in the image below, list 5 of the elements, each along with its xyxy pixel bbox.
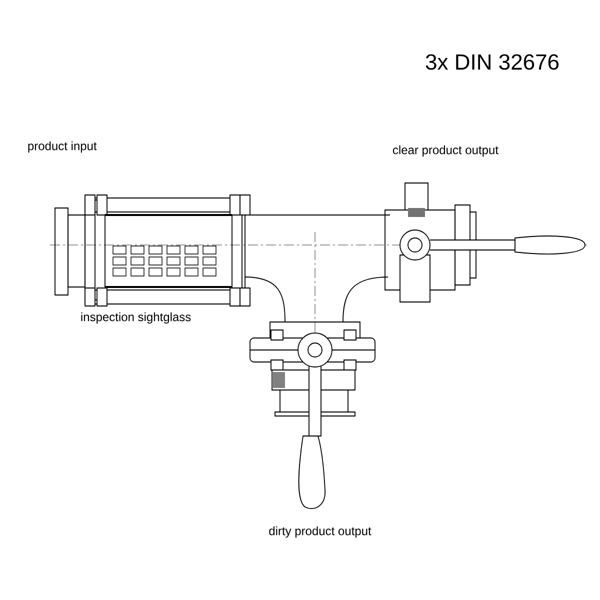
part-label: clear product output <box>392 145 498 157</box>
title: 3x DIN 32676 <box>426 54 559 70</box>
part-label: inspection sightglass <box>81 312 191 324</box>
part-label: product input <box>28 141 97 153</box>
part-label: dirty product output <box>269 526 372 538</box>
